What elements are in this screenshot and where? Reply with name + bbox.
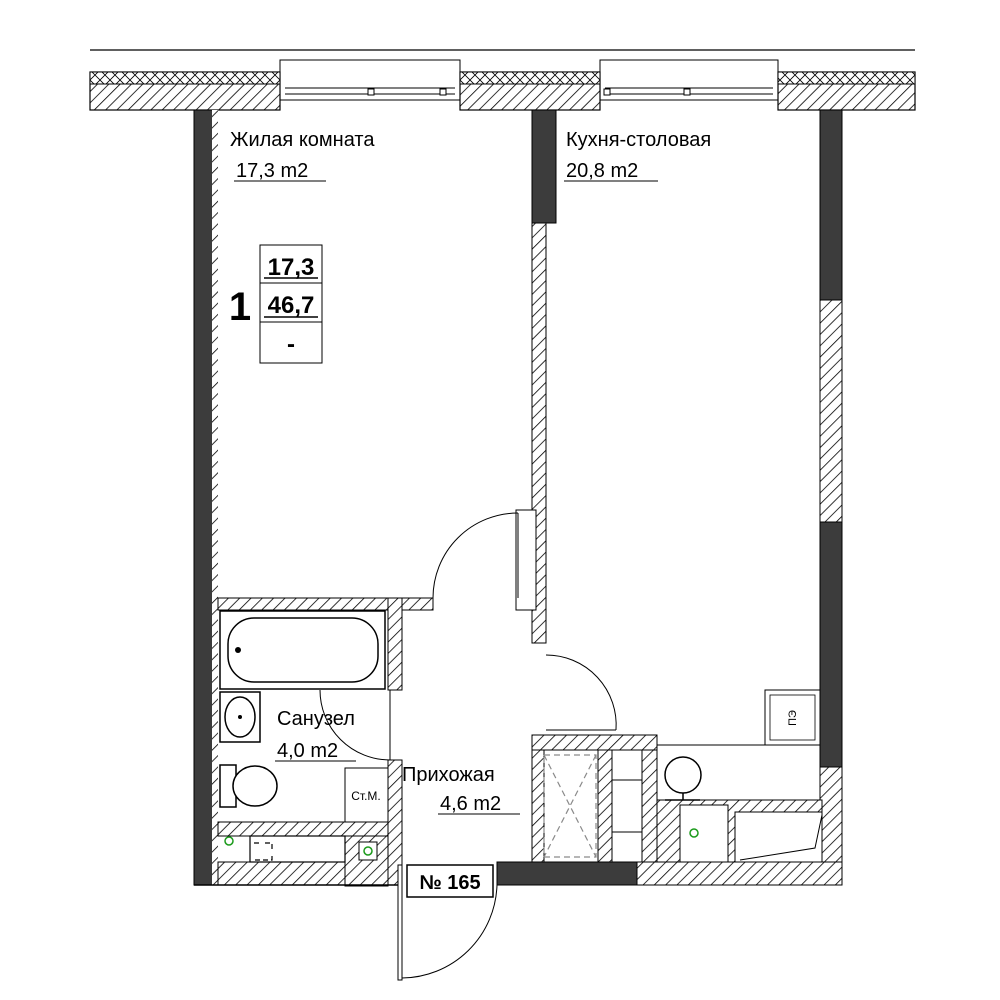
bathroom-area: 4,0 m2	[277, 740, 338, 762]
partition-wall	[515, 109, 557, 644]
apartment-number-box	[406, 864, 494, 898]
left-wall	[193, 109, 218, 886]
apartment-number: № 165	[419, 872, 480, 894]
living-area-value: 17,3	[268, 254, 315, 281]
door-kitchen	[545, 654, 617, 731]
hallway-name: Прихожая	[402, 764, 495, 786]
sensor-riser-icon	[358, 841, 378, 861]
riser-box	[344, 767, 389, 823]
bottom-wall	[194, 861, 843, 886]
hallway-area: 4,6 m2	[440, 793, 501, 815]
bathroom-walls	[217, 597, 434, 887]
right-wall	[819, 109, 843, 886]
window-kitchen	[599, 59, 779, 101]
electric-panel	[764, 689, 821, 746]
kitchen-area: 20,8 m2	[566, 160, 638, 182]
bathroom-name: Санузел	[277, 708, 355, 730]
window-living	[279, 59, 461, 101]
door-bathroom	[319, 689, 391, 761]
summary-table	[259, 244, 323, 364]
washbasin-icon	[219, 691, 261, 743]
toilet-icon	[219, 764, 278, 808]
total-area-value: 46,7	[268, 292, 315, 319]
kitchen-sink-icon	[664, 756, 702, 801]
kitchen-name: Кухня-столовая	[566, 129, 711, 151]
balcony-value: -	[287, 331, 295, 358]
bathtub-icon	[219, 610, 386, 690]
facade-wall	[89, 49, 916, 111]
utility-block	[531, 734, 823, 863]
riser-label: Ст.М.	[351, 789, 381, 803]
sensor-icon	[224, 836, 234, 846]
living-room-area: 17,3 m2	[236, 160, 308, 182]
door-living	[432, 512, 519, 599]
laundry-box	[249, 835, 346, 863]
rooms-count: 1	[229, 285, 251, 329]
electric-panel-label: ПЭ	[787, 710, 799, 726]
living-room-name: Жилая комната	[230, 129, 375, 151]
sensor-kitchen-icon	[689, 828, 699, 838]
entrance-door	[397, 864, 498, 981]
